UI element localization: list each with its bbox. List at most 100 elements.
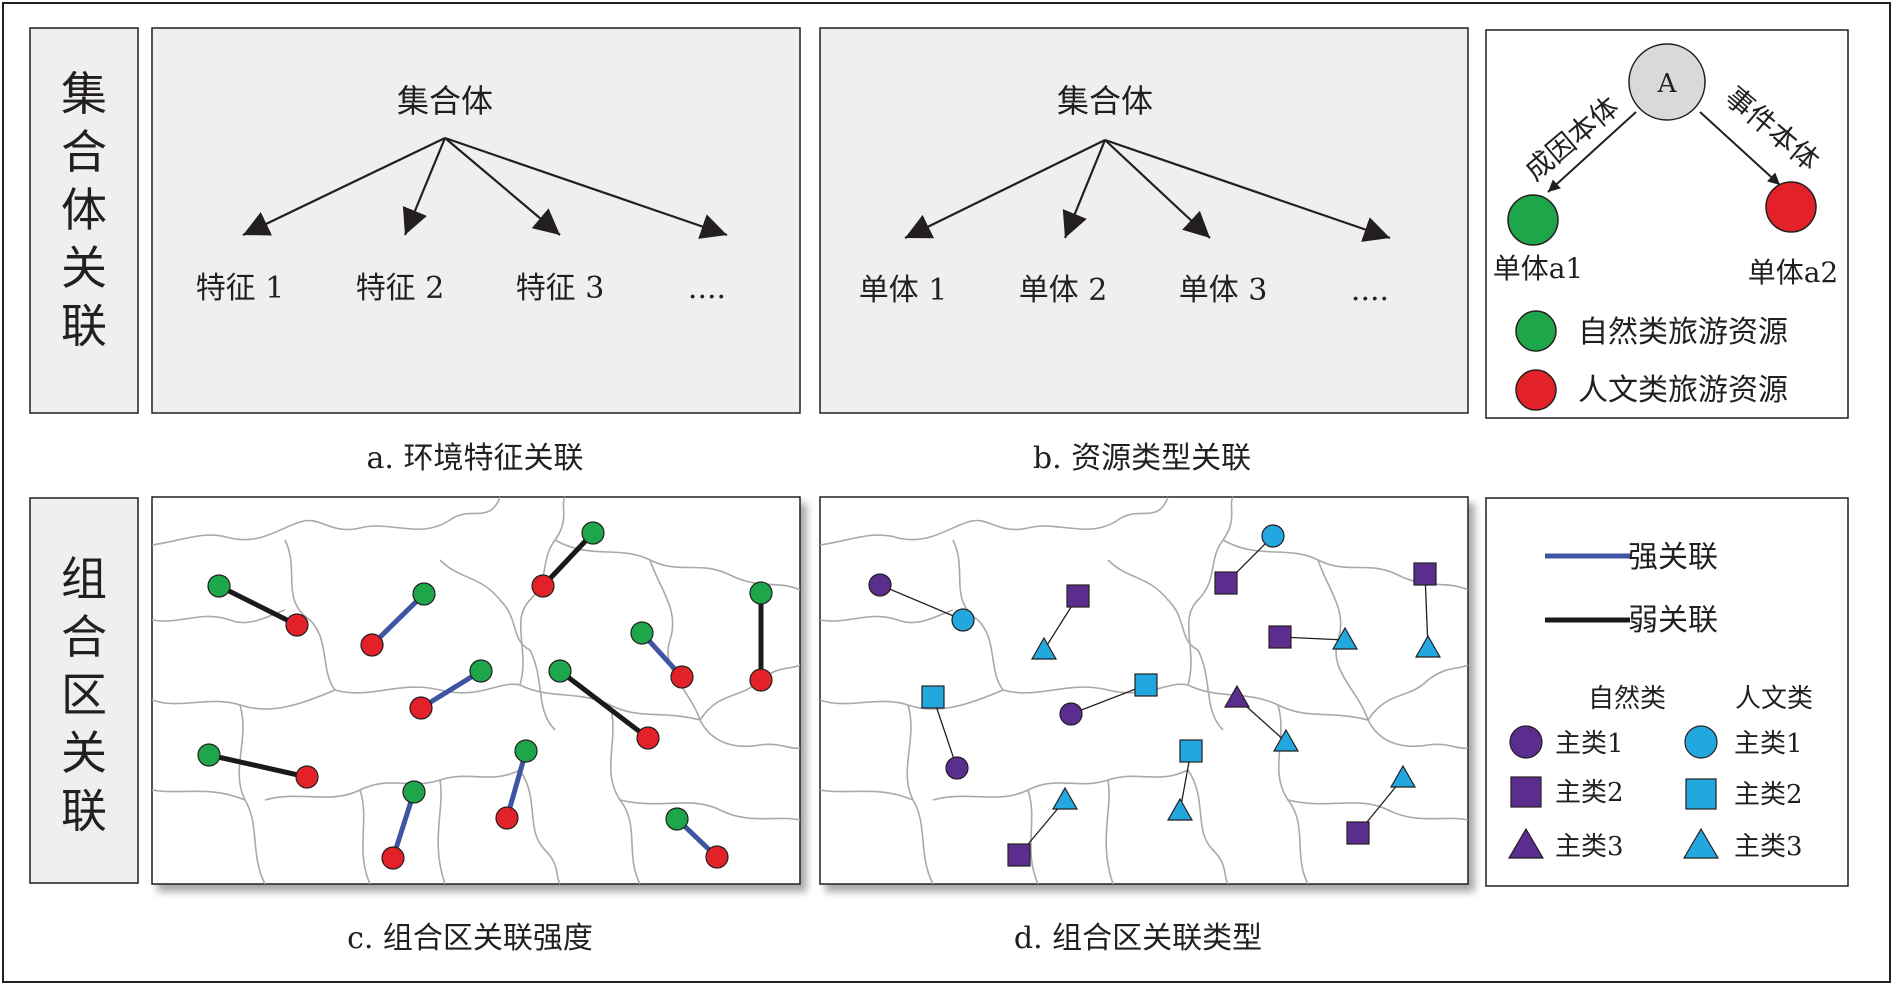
node-square (921, 685, 945, 709)
caption-c: c. 组合区关联强度 (347, 921, 593, 956)
node-triangle (1051, 786, 1079, 810)
cultural-node (636, 726, 660, 750)
legend-natural-square (1510, 776, 1542, 808)
node-circle (868, 573, 892, 597)
weak-link (208, 752, 308, 780)
weak-link (558, 669, 650, 740)
panel-c (151, 496, 801, 885)
cultural-node (409, 696, 433, 720)
natural-node (630, 621, 654, 645)
map-boundaries-c (151, 496, 801, 885)
panel-a-child-2: 特征 2 (356, 271, 445, 306)
node-triangle (1389, 764, 1417, 788)
legend-natural-item-2: 主类2 (1555, 778, 1624, 808)
legend-natural-triangle (1507, 827, 1545, 859)
node-circle (945, 756, 969, 780)
panel-d (819, 496, 1469, 885)
legend-cultural-item-3: 主类3 (1734, 832, 1803, 862)
node-circle (1261, 524, 1285, 548)
node-a2-label: 单体a2 (1748, 256, 1839, 289)
side-char: 合 (61, 610, 107, 664)
natural-node (197, 743, 221, 767)
natural-node (469, 659, 493, 683)
node-triangle (1166, 797, 1194, 821)
natural-node (749, 581, 773, 605)
node-triangle (1223, 684, 1251, 708)
legend-natural-item-3: 主类3 (1555, 832, 1624, 862)
cultural-node (705, 845, 729, 869)
map-boundaries-d (819, 496, 1469, 885)
legend-cultural-header: 人文类 (1735, 684, 1813, 714)
cultural-node (670, 665, 694, 689)
natural-node (665, 807, 689, 831)
node-triangle (1414, 634, 1442, 658)
panel-a: 集合体 特征 1 特征 2 特征 3 .... (151, 27, 801, 414)
cultural-node (531, 574, 555, 598)
legend-strong-label: 强关联 (1628, 540, 1718, 575)
weak-link (541, 531, 595, 588)
side-label-bottom: 组 合 区 关 联 (29, 497, 139, 884)
natural-node (412, 582, 436, 606)
legend-natural-item-1: 主类1 (1555, 729, 1624, 759)
panel-b-child-3: 单体 3 (1179, 273, 1268, 308)
node-square (1179, 739, 1203, 763)
legend-cultural-item-1: 主类1 (1734, 729, 1803, 759)
side-char: 体 (61, 183, 107, 237)
weak-link (217, 583, 299, 628)
panel-b: 集合体 单体 1 单体 2 单体 3 .... (819, 27, 1469, 414)
cultural-node (381, 846, 405, 870)
panel-a-child-1: 特征 1 (196, 271, 285, 306)
panel-b-root: 集合体 (1057, 82, 1153, 120)
panel-b-child-2: 单体 2 (1019, 273, 1108, 308)
legend-natural-label: 自然类旅游资源 (1578, 315, 1788, 350)
legend-cultural-circle (1684, 725, 1718, 759)
node-square (1268, 625, 1292, 649)
natural-node (581, 521, 605, 545)
cultural-node (285, 613, 309, 637)
node-triangle (1272, 728, 1300, 752)
type-link (879, 584, 964, 621)
panel-c-links (197, 521, 773, 870)
node-circle (951, 608, 975, 632)
strong-link (419, 668, 483, 711)
side-char: 集 (61, 67, 107, 121)
node-triangle (1030, 636, 1058, 660)
node-a-label: A (1657, 69, 1678, 99)
side-char: 区 (61, 668, 107, 722)
natural-node (514, 739, 538, 763)
side-char: 联 (61, 784, 107, 838)
legend-natural-dot (1515, 310, 1557, 352)
node-triangle (1331, 626, 1359, 650)
side-char: 联 (61, 299, 107, 353)
node-square (1346, 821, 1370, 845)
type-link (932, 696, 958, 769)
natural-node (207, 574, 231, 598)
legend-weak-label: 弱关联 (1628, 603, 1718, 638)
legend-top: A 成因本体 事件本体 单体a1 单体a2 自然类旅游资源 人文类旅游资源 (1485, 29, 1849, 419)
side-label-top: 集 合 体 关 联 (29, 27, 139, 414)
panel-a-child-3: 特征 3 (516, 271, 605, 306)
side-char: 关 (61, 726, 107, 780)
node-square (1413, 562, 1437, 586)
legend-bottom: 强关联 弱关联 自然类 人文类 主类1 主类2 主类3 主类1 主类2 主类3 (1485, 497, 1849, 887)
type-link (1070, 684, 1147, 715)
caption-d: d. 组合区关联类型 (1014, 921, 1262, 956)
panel-d-links (868, 524, 1442, 867)
node-a (1628, 43, 1706, 121)
side-char: 合 (61, 125, 107, 179)
node-square (1214, 571, 1238, 595)
node-a1 (1507, 194, 1559, 246)
side-char: 组 (61, 552, 107, 606)
natural-node (402, 780, 426, 804)
panel-b-child-1: 单体 1 (859, 273, 948, 308)
legend-natural-header: 自然类 (1588, 684, 1666, 714)
node-a1-label: 单体a1 (1493, 252, 1584, 285)
panel-a-root: 集合体 (397, 82, 493, 120)
legend-cultural-label: 人文类旅游资源 (1578, 373, 1788, 408)
legend-cultural-item-2: 主类2 (1734, 780, 1803, 810)
strong-link (370, 592, 426, 647)
node-square (1066, 584, 1090, 608)
panel-a-child-4: .... (688, 271, 726, 306)
legend-cultural-dot (1515, 369, 1557, 411)
